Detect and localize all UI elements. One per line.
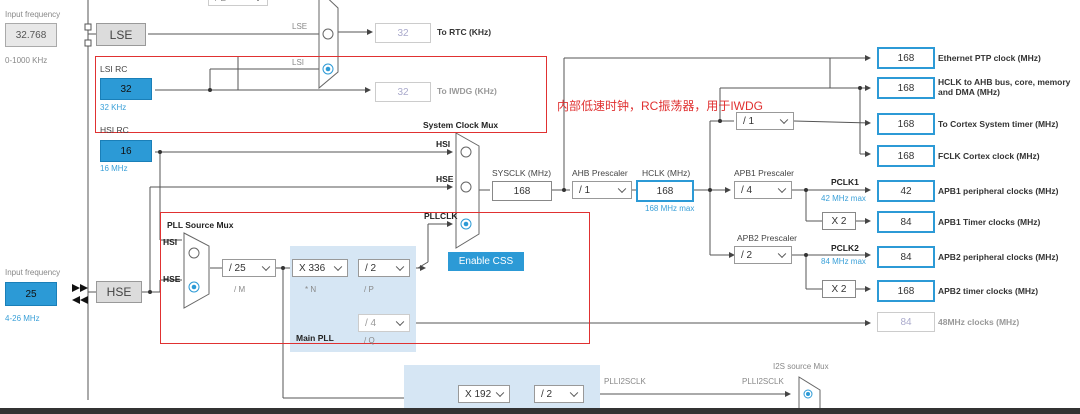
lsi-rc-value: 32	[100, 78, 152, 100]
rtc-mux-lse-label: LSE	[292, 22, 308, 31]
system-clock-mux-title: System Clock Mux	[423, 120, 499, 130]
pll-p-label: / P	[364, 285, 374, 294]
apb2-timer-label: APB2 timer clocks (MHz)	[938, 286, 1039, 296]
lsi-annotation-text: 内部低速时钟，RC振荡器，用于IWDG	[557, 99, 763, 113]
apb2-peripheral-label: APB2 peripheral clocks (MHz)	[938, 252, 1059, 262]
hse-input-frequency-field[interactable]: 25	[5, 282, 57, 306]
apb1-timer-value[interactable]: 84	[877, 211, 935, 233]
hclk-label: HCLK (MHz)	[642, 168, 691, 178]
lse-source[interactable]: LSE	[96, 23, 146, 46]
hsi-rc-value: 16	[100, 140, 152, 162]
ahb-prescaler-select[interactable]: / 1	[572, 181, 632, 199]
lsi-rc-title: LSI RC	[100, 64, 128, 74]
pll-p-value: / 2	[365, 262, 377, 274]
apb1-peripheral-label: APB1 peripheral clocks (MHz)	[938, 186, 1059, 196]
pll-q-select[interactable]: / 4	[358, 314, 410, 332]
main-pll-title: Main PLL	[296, 333, 334, 343]
pll-m-select[interactable]: / 25	[222, 259, 276, 277]
cortex-timer-divider-value: / 1	[743, 115, 755, 127]
ethernet-ptp-value[interactable]: 168	[877, 47, 935, 69]
apb2-prescaler-value: / 2	[741, 249, 753, 261]
plli2s-r-select[interactable]: / 2	[534, 385, 584, 403]
cortex-timer-value[interactable]: 168	[877, 113, 935, 135]
clk48-label: 48MHz clocks (MHz)	[938, 317, 1020, 327]
ethernet-ptp-label: Ethernet PTP clock (MHz)	[938, 53, 1041, 63]
hsi-rc-unit: 16 MHz	[100, 164, 128, 173]
pll-n-value: X 336	[299, 262, 326, 274]
pll-mux-hsi-label: HSI	[163, 237, 178, 247]
top-partial-select-value: / 2	[215, 0, 226, 4]
plli2s-n-value: X 192	[465, 388, 492, 400]
hse-input-frequency-label: Input frequency	[5, 268, 61, 277]
pll-n-select[interactable]: X 336	[292, 259, 348, 277]
pll-mux-hse-label: HSE	[163, 274, 181, 284]
pclk1-label: PCLK1	[831, 177, 859, 187]
apb2-prescaler-label: APB2 Prescaler	[737, 233, 797, 243]
sysclk-mux-hse-label: HSE	[436, 174, 454, 184]
cortex-timer-divider-select[interactable]: / 1	[736, 112, 794, 130]
apb1-peripheral-value[interactable]: 42	[877, 180, 935, 202]
system-clock-mux[interactable]	[455, 132, 481, 250]
apb1-prescaler-value: / 4	[741, 184, 753, 196]
pclk2-label: PCLK2	[831, 243, 859, 253]
pll-source-mux[interactable]	[183, 232, 211, 310]
apb2-prescaler-select[interactable]: / 2	[734, 246, 792, 264]
cortex-timer-label: To Cortex System timer (MHz)	[938, 119, 1059, 129]
hclk-value-field[interactable]: 168	[636, 180, 694, 202]
i2s-source-mux[interactable]	[798, 376, 822, 410]
iwdg-value: 32	[375, 82, 431, 102]
bottom-scrollbar[interactable]	[0, 408, 1080, 414]
plli2sclk-label: PLLI2SCLK	[604, 377, 646, 386]
ahb-prescaler-label: AHB Prescaler	[572, 168, 628, 178]
pll-n-label: * N	[305, 285, 317, 294]
lse-range: 0-1000 KHz	[5, 56, 48, 65]
rtc-mux-lsi-label: LSI	[292, 58, 305, 67]
apb2-peripheral-value[interactable]: 84	[877, 246, 935, 268]
sysclk-label: SYSCLK (MHz)	[492, 168, 552, 178]
hse-range: 4-26 MHz	[5, 314, 40, 323]
rtc-label: To RTC (KHz)	[437, 27, 492, 37]
apb1-timer-label: APB1 Timer clocks (MHz)	[938, 217, 1041, 227]
hclk-ahb-label: HCLK to AHB bus, core, memory and DMA (M…	[938, 77, 1071, 97]
apb1-prescaler-label: APB1 Prescaler	[734, 168, 794, 178]
ahb-prescaler-value: / 1	[579, 184, 591, 196]
apb1-prescaler-select[interactable]: / 4	[734, 181, 792, 199]
clk48-value[interactable]: 84	[877, 312, 935, 332]
plli2s-n-select[interactable]: X 192	[458, 385, 510, 403]
apb1-timer-multiplier: X 2	[822, 212, 856, 230]
enable-css-button[interactable]: Enable CSS	[448, 252, 524, 271]
iwdg-label: To IWDG (KHz)	[437, 86, 497, 96]
i2s-source-mux-title: I2S source Mux	[773, 362, 829, 371]
pll-p-select[interactable]: / 2	[358, 259, 410, 277]
rtc-mux[interactable]	[318, 0, 340, 90]
fclk-label: FCLK Cortex clock (MHz)	[938, 151, 1040, 161]
apb2-timer-value[interactable]: 168	[877, 280, 935, 302]
rtc-value: 32	[375, 23, 431, 43]
pll-q-value: / 4	[365, 317, 377, 329]
pclk2-max: 84 MHz max	[821, 257, 866, 266]
pll-m-value: / 25	[229, 262, 246, 274]
plli2s-r-value: / 2	[541, 388, 553, 400]
apb2-timer-multiplier: X 2	[822, 280, 856, 298]
fclk-value[interactable]: 168	[877, 145, 935, 167]
pll-source-mux-title: PLL Source Mux	[167, 220, 234, 230]
lse-input-frequency-label: Input frequency	[5, 10, 61, 19]
lsi-rc-unit: 32 KHz	[100, 103, 127, 112]
pll-annotation-box	[160, 212, 590, 344]
hclk-ahb-value[interactable]: 168	[877, 77, 935, 99]
hsi-rc-title: HSI RC	[100, 125, 129, 135]
sysclk-value: 168	[492, 181, 552, 201]
pclk1-max: 42 MHz max	[821, 194, 866, 203]
top-partial-select[interactable]: / 2	[208, 0, 268, 6]
sysclk-mux-hsi-label: HSI	[436, 139, 451, 149]
lse-input-frequency-field[interactable]: 32.768	[5, 23, 57, 47]
pll-m-label: / M	[234, 285, 246, 294]
hse-source[interactable]: HSE	[96, 281, 142, 303]
sysclk-mux-pllclk-label: PLLCLK	[424, 211, 458, 221]
i2s-mux-input-label: PLLI2SCLK	[742, 377, 784, 386]
lsi-annotation-box	[95, 56, 547, 133]
hclk-max: 168 MHz max	[645, 204, 695, 213]
pll-q-label: / Q	[364, 336, 375, 345]
